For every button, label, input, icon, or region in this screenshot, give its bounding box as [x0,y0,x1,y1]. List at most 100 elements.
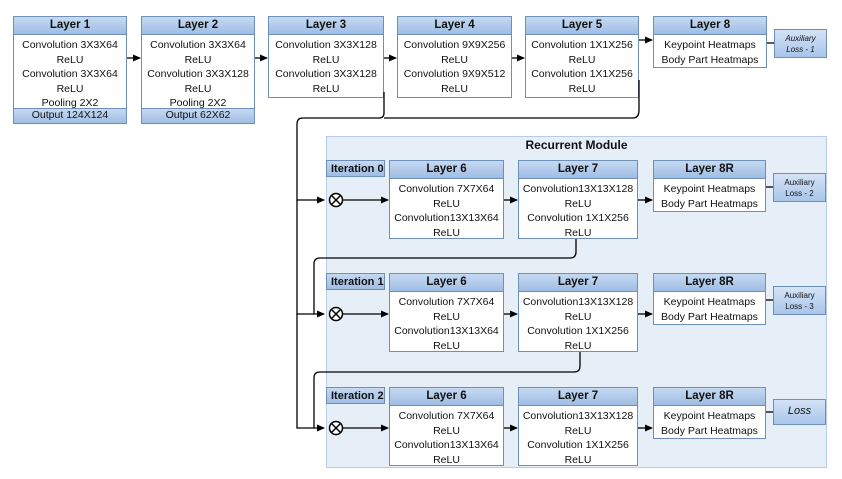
layer-line: Convolution13X13X64 [394,212,499,224]
final-loss: Loss [773,399,826,425]
layer-output: Output 124X124 [14,108,126,123]
layer-line: Convolution 1X1X256 [527,212,629,224]
layer-line: Convolution13X13X64 [394,325,499,337]
layer-line: Convolution 1X1X256 [531,39,633,51]
iter2-layer7-box: Layer 7 Convolution13X13X128 ReLU Convol… [518,387,638,466]
layer-line: Keypoint Heatmaps [663,410,756,422]
layer-line: Keypoint Heatmaps [663,183,756,195]
loss-line: Loss - 3 [785,302,814,311]
loss-line: Loss [787,405,812,417]
layer-line: Pooling 2X2 [41,97,99,109]
layer-5-box: Layer 5 Convolution 1X1X256 ReLU Convolu… [525,16,639,98]
layer-line: Body Part Heatmaps [661,197,758,210]
auxiliary-loss-3: Auxiliary Loss - 3 [773,286,826,315]
layer-line: Keypoint Heatmaps [663,296,756,308]
iter0-layer8r-box: Layer 8R Keypoint Heatmaps Body Part Hea… [653,160,766,212]
layer-4-box: Layer 4 Convolution 9X9X256 ReLU Convolu… [397,16,512,98]
layer-line: Body Part Heatmaps [661,424,758,437]
layer-title: Layer 3 [269,17,383,35]
layer-title: Layer 7 [519,274,637,292]
layer-line: Convolution 1X1X256 [527,325,629,337]
loss-line: Auxiliary [784,178,815,187]
iteration-1-label: Iteration 1 [326,273,385,290]
layer-line: ReLU [312,82,340,95]
layer-line: ReLU [564,453,592,466]
layer-title: Layer 6 [390,274,503,292]
module-title: Recurrent Module [525,138,628,152]
layer-line: Convolution 3X3X128 [275,68,377,80]
layer-2-box: Layer 2 Convolution 3X3X64 ReLU Convolut… [141,16,255,124]
layer-title: Layer 1 [14,17,126,35]
multiply-node-2 [328,420,344,436]
iter1-layer8r-box: Layer 8R Keypoint Heatmaps Body Part Hea… [653,273,766,325]
layer-line: ReLU [433,424,460,437]
layer-output: Output 62X62 [142,108,254,123]
layer-line: Body Part Heatmaps [661,310,758,323]
layer-line: ReLU [56,82,84,95]
layer-line: Convolution 7X7X64 [398,296,495,308]
wire-l5-merge [384,80,640,119]
layer-line: ReLU [433,310,460,323]
layer-line: Body Part Heatmaps [661,53,759,66]
multiply-node-1 [328,306,344,322]
layer-line: ReLU [564,197,592,210]
layer-title: Layer 8R [654,161,765,179]
iter2-layer8r-box: Layer 8R Keypoint Heatmaps Body Part Hea… [653,387,766,439]
layer-line: Convolution 3X3X128 [147,68,249,80]
auxiliary-loss-2: Auxiliary Loss - 2 [773,173,826,202]
layer-line: Convolution 9X9X256 [403,39,506,51]
layer-title: Layer 6 [390,388,503,406]
multiply-node-0 [328,192,344,208]
wire-feed-iter1 [296,200,325,318]
layer-title: Layer 6 [390,161,503,179]
layer-line: ReLU [564,424,592,437]
wire-l3-iter0 [296,92,385,204]
layer-title: Layer 8R [654,388,765,406]
layer-title: Layer 2 [142,17,254,35]
layer-line: Convolution13X13X128 [522,410,634,422]
layer-1-box: Layer 1 Convolution 3X3X64 ReLU Convolut… [13,16,127,124]
layer-title: Layer 4 [398,17,511,35]
layer-line: Convolution 9X9X512 [403,68,506,80]
loss-line: Loss - 1 [786,45,815,54]
layer-line: Convolution 3X3X64 [150,39,246,51]
loss-line: Auxiliary [785,34,816,43]
wire-iter0-iter1 [313,239,577,314]
layer-line: Convolution 3X3X64 [22,39,118,51]
layer-line: Pooling 2X2 [169,97,227,109]
layer-line: Convolution 1X1X256 [527,439,629,451]
iteration-0-label: Iteration 0 [326,160,385,177]
layer-line: Convolution 1X1X256 [531,68,633,80]
layer-line: ReLU [564,339,592,352]
layer-line: ReLU [56,53,84,66]
layer-line: Convolution13X13X128 [522,183,634,195]
layer-line: Convolution 3X3X64 [22,68,118,80]
layer-line: Convolution 7X7X64 [398,183,495,195]
iter0-layer7-box: Layer 7 Convolution13X13X128 ReLU Convol… [518,160,638,239]
layer-line: ReLU [433,197,460,210]
layer-line: ReLU [564,310,592,323]
wire-iter1-iter2 [313,352,581,428]
layer-line: ReLU [441,82,468,95]
layer-3-box: Layer 3 Convolution 3X3X128 ReLU Convolu… [268,16,384,98]
iter0-layer6-box: Layer 6 Convolution 7X7X64 ReLU Convolut… [389,160,504,239]
layer-title: Layer 8R [654,274,765,292]
layer-line: ReLU [568,82,596,95]
layer-title: Layer 7 [519,161,637,179]
wire-feed-iter2 [296,314,325,432]
layer-line: ReLU [568,53,596,66]
auxiliary-loss-1: Auxiliary Loss - 1 [774,29,827,58]
layer-line: Keypoint Heatmaps [664,39,756,51]
iter1-layer6-box: Layer 6 Convolution 7X7X64 ReLU Convolut… [389,273,504,352]
iteration-2-label: Iteration 2 [326,387,385,404]
layer-line: ReLU [441,53,468,66]
layer-title: Layer 5 [526,17,638,35]
layer-line: ReLU [184,53,212,66]
loss-line: Loss - 2 [785,189,814,198]
layer-8-box: Layer 8 Keypoint Heatmaps Body Part Heat… [653,16,767,68]
layer-line: Convolution13X13X128 [522,296,634,308]
iter2-layer6-box: Layer 6 Convolution 7X7X64 ReLU Convolut… [389,387,504,466]
loss-line: Auxiliary [784,291,815,300]
iter1-layer7-box: Layer 7 Convolution13X13X128 ReLU Convol… [518,273,638,352]
